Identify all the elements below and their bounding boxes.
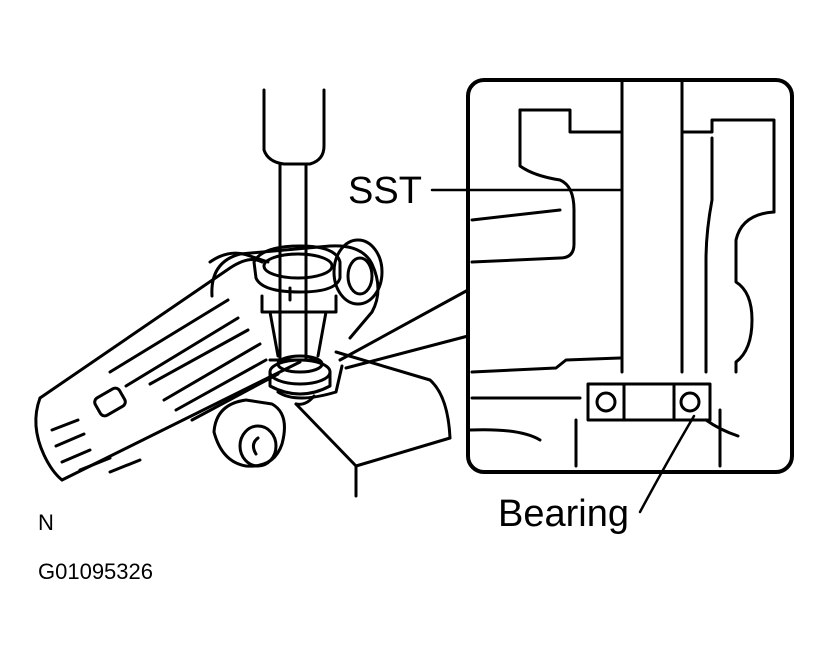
bearing-label: Bearing bbox=[498, 493, 629, 535]
bearing-callout-line bbox=[638, 414, 696, 514]
work-block bbox=[294, 350, 452, 498]
callout-lines bbox=[430, 188, 696, 514]
bearing-seat bbox=[268, 354, 344, 400]
housing-section bbox=[468, 108, 776, 468]
inset-frame bbox=[466, 78, 794, 474]
mounting-boss bbox=[212, 398, 286, 468]
sst-press-tool bbox=[262, 88, 326, 362]
main-illustration bbox=[34, 88, 470, 498]
inset-leader-lines bbox=[338, 288, 470, 370]
detail-inset bbox=[466, 78, 794, 474]
pinion-housing bbox=[210, 238, 384, 358]
bearing-section bbox=[586, 382, 712, 422]
sst-shaft-section bbox=[620, 78, 684, 374]
orientation-label: N bbox=[38, 510, 54, 535]
figure-id: G01095326 bbox=[38, 559, 153, 584]
sst-label: SST bbox=[348, 170, 422, 212]
rack-housing bbox=[34, 251, 302, 482]
